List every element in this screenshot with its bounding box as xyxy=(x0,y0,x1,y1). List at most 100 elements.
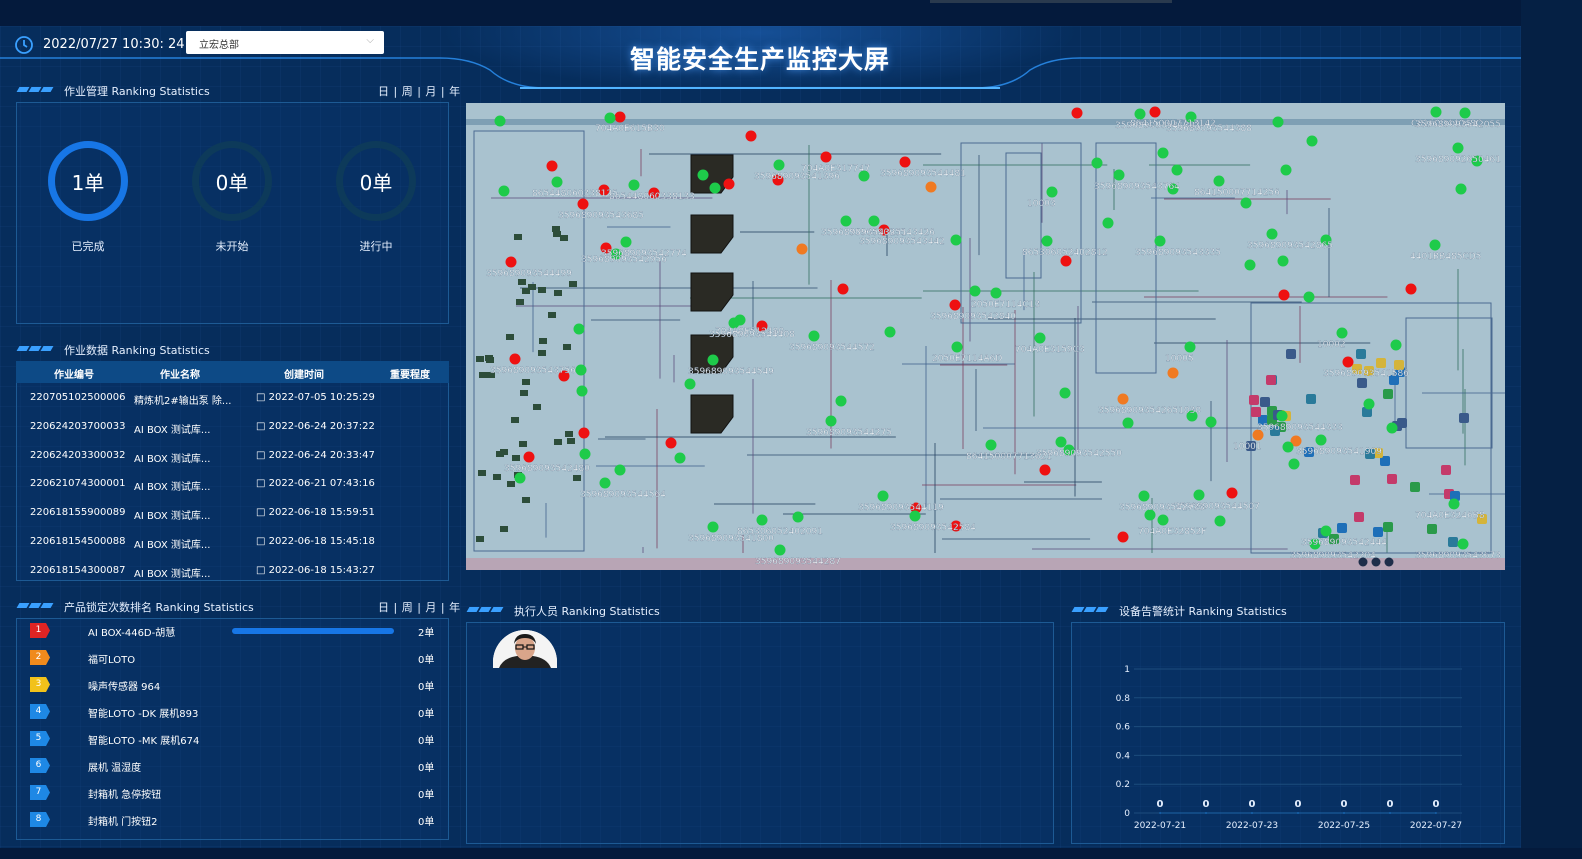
sensor-point[interactable] xyxy=(1167,183,1179,195)
sensor-point[interactable] xyxy=(1280,164,1292,176)
sensor-point[interactable] xyxy=(820,151,832,163)
sensor-point[interactable] xyxy=(505,256,517,268)
sensor-points[interactable] xyxy=(494,106,1483,556)
job-management-period-tabs[interactable]: 日 | 周 | 月 | 年 xyxy=(378,85,461,98)
sensor-point[interactable] xyxy=(674,452,686,464)
sensor-point[interactable] xyxy=(792,511,804,523)
sensor-point[interactable] xyxy=(546,160,558,172)
sensor-point[interactable] xyxy=(925,181,937,193)
sensor-point[interactable] xyxy=(577,198,589,210)
sensor-point[interactable] xyxy=(835,395,847,407)
sensor-point[interactable] xyxy=(1046,186,1058,198)
sensor-point[interactable] xyxy=(1186,410,1198,422)
sensor-point[interactable] xyxy=(910,502,922,514)
sensor-point[interactable] xyxy=(1278,289,1290,301)
sensor-point[interactable] xyxy=(579,448,591,460)
sensor-point[interactable] xyxy=(1306,135,1318,147)
sensor-point[interactable] xyxy=(523,451,535,463)
sensor-point[interactable] xyxy=(1244,259,1256,271)
sensor-point[interactable] xyxy=(578,427,590,439)
sensor-point[interactable] xyxy=(614,111,626,123)
sensor-point[interactable] xyxy=(1113,169,1125,181)
sensor-point[interactable] xyxy=(684,378,696,390)
sensor-point[interactable] xyxy=(614,464,626,476)
sensor-point[interactable] xyxy=(1315,434,1327,446)
sensor-point[interactable] xyxy=(1055,436,1067,448)
sensor-point[interactable] xyxy=(1266,228,1278,240)
sensor-point[interactable] xyxy=(509,353,521,365)
sensor-point[interactable] xyxy=(576,385,588,397)
sensor-point[interactable] xyxy=(1071,107,1083,119)
sensor-point[interactable] xyxy=(796,243,808,255)
sensor-point[interactable] xyxy=(575,364,587,376)
sensor-point[interactable] xyxy=(1149,106,1161,118)
sensor-point[interactable] xyxy=(837,283,849,295)
sensor-point[interactable] xyxy=(1184,341,1196,353)
sensor-point[interactable] xyxy=(878,224,890,236)
sensor-point[interactable] xyxy=(1205,416,1217,428)
sensor-point[interactable] xyxy=(884,326,896,338)
sensor-point[interactable] xyxy=(877,490,889,502)
sensor-point[interactable] xyxy=(494,115,506,127)
sensor-point[interactable] xyxy=(1102,217,1114,229)
sensor-point[interactable] xyxy=(1290,435,1302,447)
sensor-point[interactable] xyxy=(558,370,570,382)
page-dot[interactable] xyxy=(1384,557,1394,567)
org-select[interactable]: 立宏总部 ⌵ xyxy=(186,31,384,54)
sensor-point[interactable] xyxy=(774,544,786,556)
sensor-point[interactable] xyxy=(604,112,616,124)
sensor-point[interactable] xyxy=(1214,515,1226,527)
sensor-point[interactable] xyxy=(1041,235,1053,247)
sensor-point[interactable] xyxy=(990,287,1002,299)
sensor-point[interactable] xyxy=(985,439,997,451)
sensor-point[interactable] xyxy=(1059,387,1071,399)
sensor-point[interactable] xyxy=(1430,106,1442,118)
sensor-point[interactable] xyxy=(1448,498,1460,510)
sensor-point[interactable] xyxy=(1452,142,1464,154)
sensor-point[interactable] xyxy=(1320,234,1332,246)
sensor-point[interactable] xyxy=(1282,441,1294,453)
sensor-point[interactable] xyxy=(1117,531,1129,543)
sensor-point[interactable] xyxy=(950,234,962,246)
sensor-point[interactable] xyxy=(709,182,721,194)
sensor-point[interactable] xyxy=(1154,235,1166,247)
sensor-point[interactable] xyxy=(514,472,526,484)
sensor-point[interactable] xyxy=(1457,538,1469,550)
sensor-point[interactable] xyxy=(950,520,962,532)
sensor-point[interactable] xyxy=(1226,487,1238,499)
sensor-point[interactable] xyxy=(1213,175,1225,187)
sensor-point[interactable] xyxy=(728,317,740,329)
sensor-point[interactable] xyxy=(648,187,660,199)
sensor-point[interactable] xyxy=(1276,410,1288,422)
sensor-point[interactable] xyxy=(1363,398,1375,410)
sensor-point[interactable] xyxy=(858,170,870,182)
sensor-point[interactable] xyxy=(598,184,610,196)
sensor-point[interactable] xyxy=(1309,538,1321,550)
sensor-point[interactable] xyxy=(665,437,677,449)
sensor-point[interactable] xyxy=(756,320,768,332)
sensor-point[interactable] xyxy=(697,169,709,181)
sensor-point[interactable] xyxy=(1471,155,1483,167)
sensor-point[interactable] xyxy=(1171,164,1183,176)
product-lock-period-tabs[interactable]: 日 | 周 | 月 | 年 xyxy=(378,601,461,614)
sensor-point[interactable] xyxy=(1193,489,1205,501)
sensor-point[interactable] xyxy=(772,174,784,186)
sensor-point[interactable] xyxy=(1157,514,1169,526)
sensor-point[interactable] xyxy=(620,236,632,248)
sensor-point[interactable] xyxy=(808,330,820,342)
sensor-point[interactable] xyxy=(707,354,719,366)
sensor-point[interactable] xyxy=(951,341,963,353)
sensor-point[interactable] xyxy=(1459,107,1471,119)
sensor-point[interactable] xyxy=(1134,108,1146,120)
page-dot[interactable] xyxy=(1358,557,1368,567)
